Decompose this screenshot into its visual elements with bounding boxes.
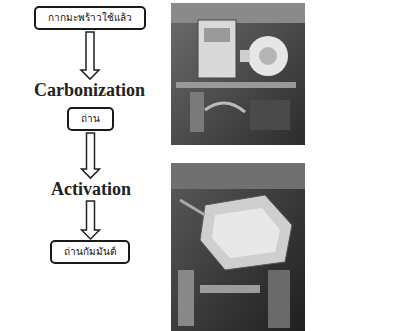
activation-photo xyxy=(171,163,305,331)
furnace-photo xyxy=(171,3,305,145)
process-box: ถ่านกัมมันต์ xyxy=(50,240,130,264)
process-box: กากมะพร้าวใช้แล้ว xyxy=(34,6,146,30)
box-text: กากมะพร้าวใช้แล้ว xyxy=(48,12,132,24)
box-text: ถ่านกัมมันต์ xyxy=(64,246,116,258)
flow-arrow xyxy=(81,32,99,79)
block-arrow xyxy=(82,201,100,239)
step-label: Activation xyxy=(49,180,133,200)
block-arrow xyxy=(81,32,99,79)
step-label: Carbonization xyxy=(32,81,147,101)
block-arrow xyxy=(82,133,100,178)
process-box: ถ่าน xyxy=(67,107,114,131)
box-text: ถ่าน xyxy=(81,113,100,125)
